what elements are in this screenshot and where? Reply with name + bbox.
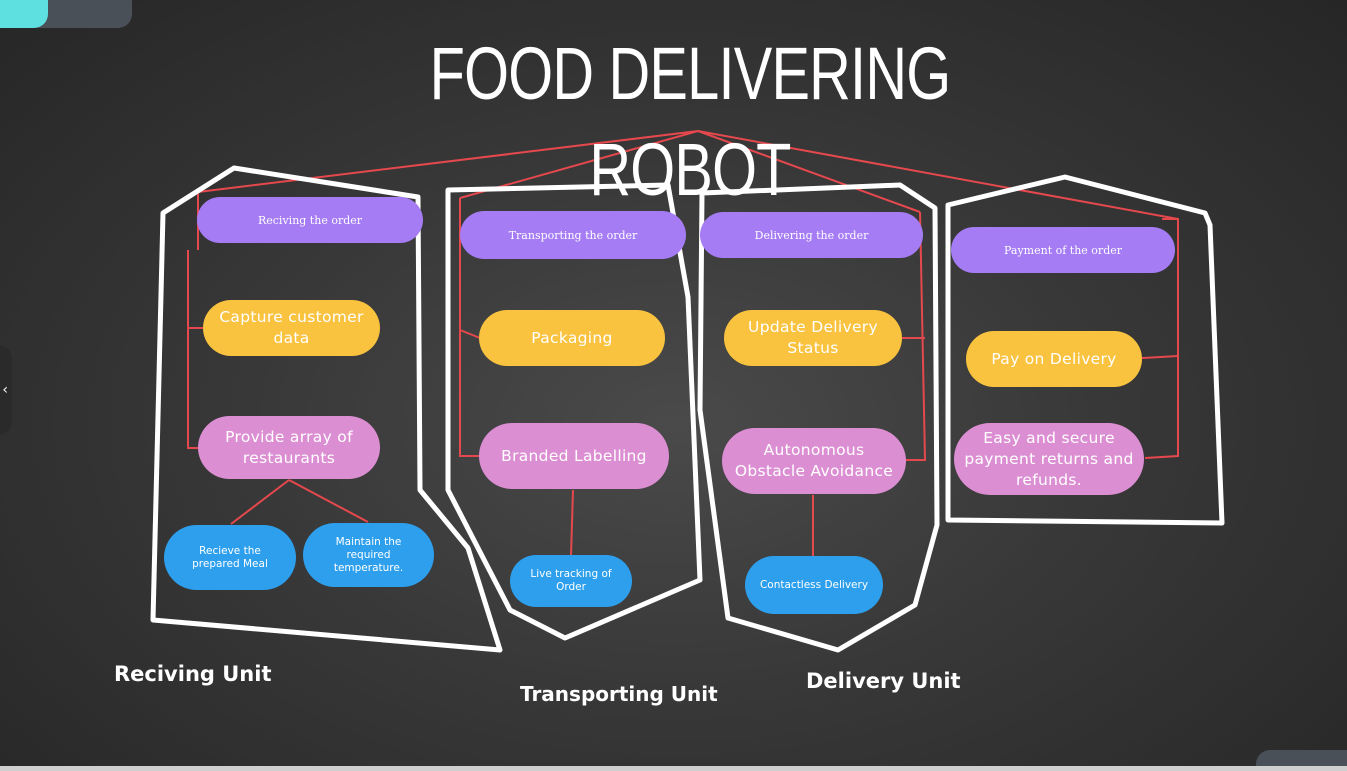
side-panel-handle[interactable]: ‹ [0, 345, 12, 435]
transporting-unit-label: Transporting Unit [520, 682, 718, 706]
delivery-unit-outline [697, 182, 940, 653]
step-pay-on-delivery[interactable]: Pay on Delivery [966, 331, 1142, 387]
top-left-tab-accent [0, 0, 48, 28]
connector-root-delivery [697, 130, 921, 213]
page-title: FOOD DELIVERING ROBOT [429, 32, 951, 211]
receiving-header-pill[interactable]: Reciving the order [197, 197, 423, 243]
substep-receive-meal[interactable]: Recieve the prepared Meal [164, 525, 296, 590]
substep-contactless-delivery[interactable]: Contactless Delivery [745, 556, 883, 614]
step-update-delivery-status[interactable]: Update Delivery Status [724, 310, 902, 366]
receiving-unit-outline [150, 165, 503, 653]
step-capture-customer-data[interactable]: Capture customer data [203, 300, 380, 356]
delivery-unit-label: Delivery Unit [806, 669, 961, 693]
bottom-right-tab[interactable] [1256, 750, 1347, 771]
step-branded-labelling[interactable]: Branded Labelling [479, 423, 669, 489]
unit-outlines [150, 165, 1225, 653]
bottom-scroll-strip [0, 766, 1347, 771]
connector-payment-trunk [1141, 218, 1179, 459]
delivery-header-pill[interactable]: Delivering the order [700, 212, 923, 258]
chevron-left-icon: ‹ [2, 382, 8, 398]
receiving-unit-label: Reciving Unit [114, 662, 272, 686]
connector-lines [187, 130, 1179, 557]
step-obstacle-avoidance[interactable]: Autonomous Obstacle Avoidance [722, 428, 906, 494]
step-packaging[interactable]: Packaging [479, 310, 665, 366]
connector-transporting-sub [570, 489, 574, 557]
transporting-unit-outline [445, 182, 703, 641]
step-provide-restaurants[interactable]: Provide array of restaurants [198, 416, 380, 479]
connector-root-receiving [197, 130, 699, 193]
payment-header-pill[interactable]: Payment of the order [951, 227, 1175, 273]
step-secure-payment-refunds[interactable]: Easy and secure payment returns and refu… [954, 423, 1144, 495]
connector-root-payment [697, 130, 1179, 220]
connector-delivery-trunk [902, 211, 927, 461]
substep-live-tracking[interactable]: Live tracking of Order [510, 555, 632, 607]
substep-maintain-temperature[interactable]: Maintain the required temperature. [303, 523, 434, 587]
payment-unit-outline [945, 174, 1225, 526]
connector-transporting-trunk [459, 198, 481, 457]
connector-receiving-split [230, 479, 369, 525]
transporting-header-pill[interactable]: Transporting the order [460, 211, 686, 259]
